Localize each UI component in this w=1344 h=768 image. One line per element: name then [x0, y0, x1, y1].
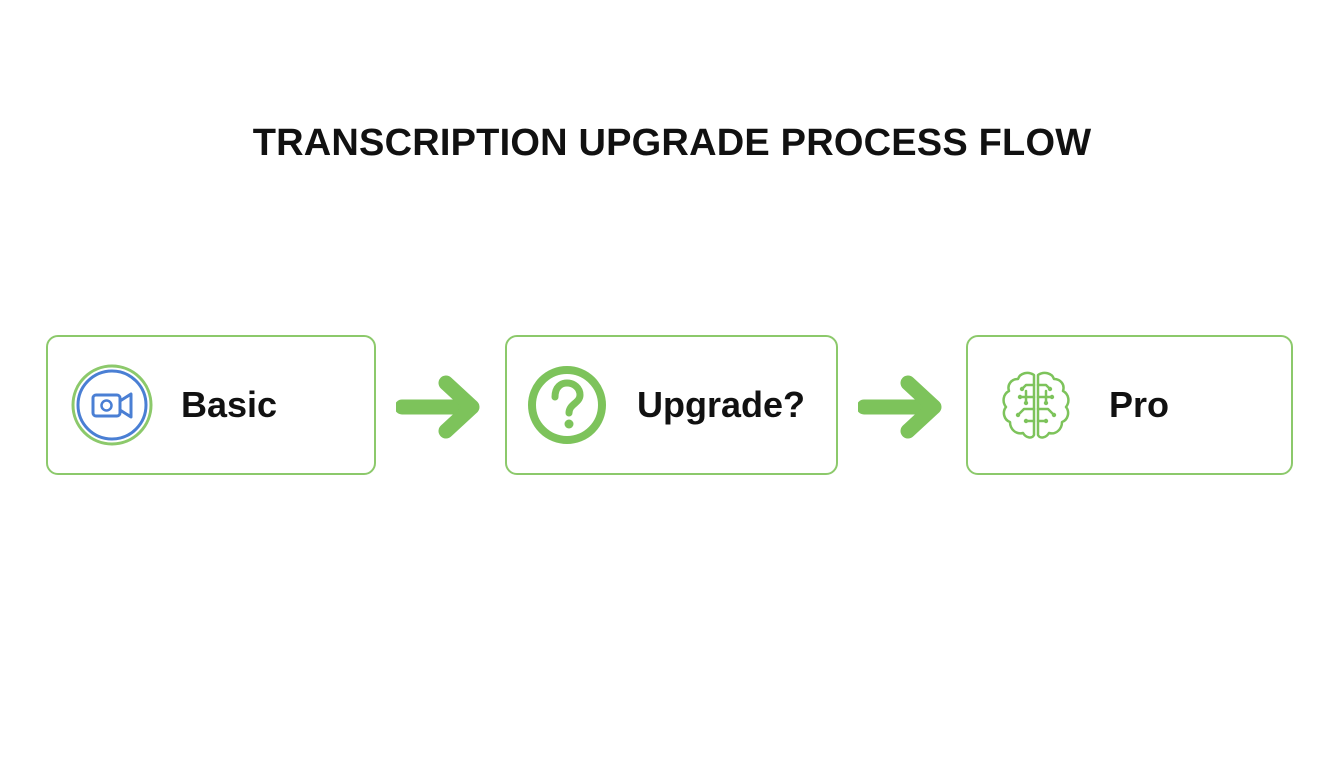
brain-circuit-icon — [1002, 371, 1070, 439]
diagram-title: TRANSCRIPTION UPGRADE PROCESS FLOW — [252, 122, 1092, 164]
step-label-basic: Basic — [181, 384, 278, 425]
step-label-pro: Pro — [1109, 384, 1170, 425]
video-camera-icon — [71, 364, 153, 446]
arrow-right-icon — [858, 375, 942, 439]
question-mark-icon — [528, 366, 606, 444]
step-label-upgrade: Upgrade? — [637, 384, 806, 425]
step-upgrade: Upgrade? — [505, 335, 838, 475]
step-basic: Basic — [46, 335, 376, 475]
arrow-right-icon — [396, 375, 480, 439]
step-pro: Pro — [966, 335, 1293, 475]
